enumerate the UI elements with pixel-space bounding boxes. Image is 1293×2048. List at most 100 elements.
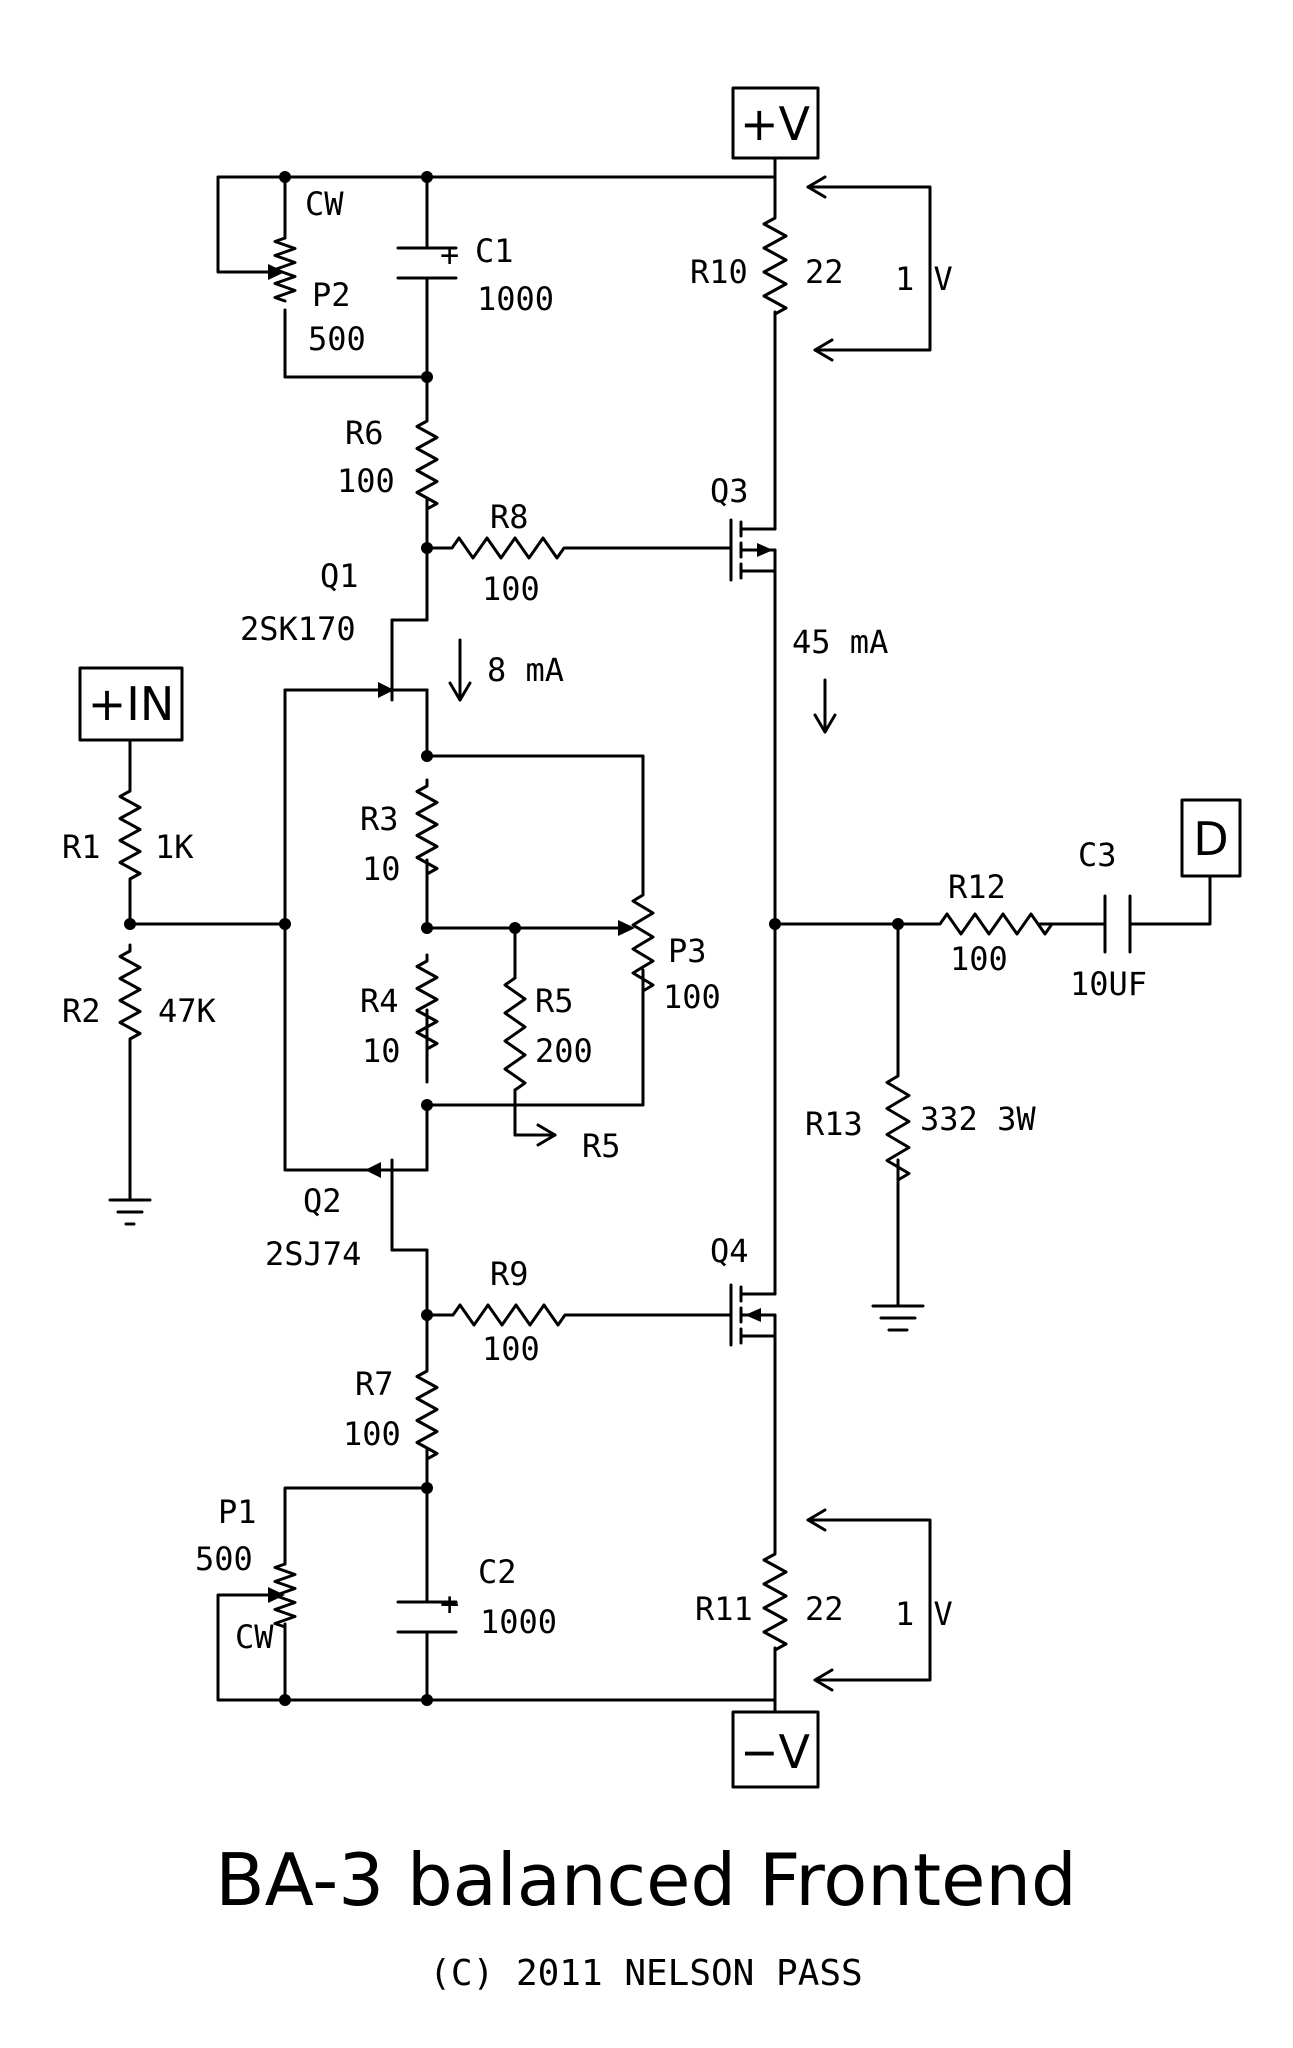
junction-dots (124, 171, 904, 1706)
p1-ref-label: P1 (218, 1493, 257, 1531)
r13-ref-label: R13 (805, 1105, 863, 1143)
voltage-arrow-r11 (806, 1508, 932, 1692)
potentiometers (268, 236, 655, 1629)
terminal-output: D (1180, 798, 1242, 878)
r2-ref-label: R2 (62, 992, 101, 1030)
resistor-r9 (441, 1303, 577, 1327)
r7-ref-label: R7 (355, 1365, 394, 1403)
r1-value-label: 1K (155, 828, 194, 866)
r13-value-label: 332 3W (920, 1100, 1036, 1138)
r1-ref-label: R1 (62, 828, 101, 866)
r9-value-label: 100 (482, 1330, 540, 1368)
r12-ref-label: R12 (948, 868, 1006, 906)
r11-voltage-label: 1 V (895, 1595, 953, 1633)
mosfet-q3 (729, 508, 777, 582)
terminal-vplus: +V (731, 86, 820, 160)
resistor-r11 (762, 1546, 788, 1656)
resistor-r3 (415, 778, 439, 882)
p3-value-label: 100 (663, 978, 721, 1016)
capacitor-c3 (1103, 894, 1132, 954)
r10-value-label: 22 (805, 253, 844, 291)
c3-ref-label: C3 (1078, 836, 1117, 874)
copyright-notice: (C) 2011 NELSON PASS (429, 1953, 862, 1994)
terminals: +V −V +IN D (78, 86, 1242, 1789)
resistors (118, 210, 1056, 1656)
c3-value-label: 10UF (1070, 965, 1147, 1003)
current-arrow-output (813, 678, 837, 734)
r12-value-label: 100 (950, 940, 1008, 978)
terminal-vplus-label: +V (740, 97, 811, 151)
r11-ref-label: R11 (695, 1590, 753, 1628)
resistor-r6 (415, 413, 439, 517)
pot-p3-wiper-arrow (618, 920, 635, 936)
c1-polarity-label: + (440, 236, 459, 274)
q2-ref-label: Q2 (303, 1182, 342, 1220)
p2-value-label: 500 (308, 320, 366, 358)
terminal-input: +IN (78, 666, 184, 742)
r5-tap-label: R5 (582, 1127, 621, 1165)
resistor-r13 (885, 1068, 911, 1188)
q1-part-label: 2SK170 (240, 610, 356, 648)
q1-ref-label: Q1 (320, 557, 359, 595)
ground-input (108, 1198, 152, 1226)
r6-value-label: 100 (337, 462, 395, 500)
pot-p1-wiper-arrow (268, 1587, 285, 1603)
resistor-r8 (440, 536, 577, 560)
wiring (128, 156, 1212, 1714)
c1-ref-label: C1 (475, 232, 514, 270)
jfet-q2 (365, 1158, 429, 1252)
annotation-arrows (448, 175, 932, 1692)
r10-ref-label: R10 (690, 253, 748, 291)
resistor-r5 (503, 968, 527, 1093)
voltage-arrow-r10 (806, 175, 932, 362)
r5-tap-arrow (513, 1088, 557, 1147)
q1-current-label: 8 mA (487, 651, 564, 689)
mosfet-q4 (729, 1278, 777, 1350)
pot-p3 (631, 888, 655, 996)
capacitor-c2 (396, 1600, 458, 1634)
r8-ref-label: R8 (490, 498, 529, 536)
mosfets (729, 508, 777, 1350)
terminal-vminus: −V (731, 1710, 820, 1789)
resistor-r12 (930, 912, 1056, 936)
r9-ref-label: R9 (490, 1255, 529, 1293)
r6-ref-label: R6 (345, 414, 384, 452)
jfet-q1 (378, 618, 429, 758)
p1-value-label: 500 (195, 1540, 253, 1578)
r8-value-label: 100 (482, 570, 540, 608)
p2-ref-label: P2 (312, 276, 351, 314)
r4-ref-label: R4 (360, 982, 399, 1020)
c2-polarity-label: + (440, 1585, 459, 1623)
c2-ref-label: C2 (478, 1553, 517, 1591)
terminal-vminus-label: −V (740, 1725, 811, 1779)
r2-value-label: 47K (158, 992, 217, 1030)
pot-p2-wiper-arrow (268, 264, 285, 280)
q2-part-label: 2SJ74 (265, 1235, 361, 1273)
q3-ref-label: Q3 (710, 472, 749, 510)
c2-value-label: 1000 (480, 1603, 557, 1641)
p1-cw-label: CW (235, 1618, 274, 1656)
output-current-label: 45 mA (792, 623, 888, 661)
p3-ref-label: P3 (668, 932, 707, 970)
capacitor-c1 (396, 246, 458, 280)
resistor-r2 (118, 943, 142, 1047)
resistor-r1 (118, 783, 142, 887)
ground-output (871, 1304, 925, 1332)
current-arrow-q1 (448, 638, 472, 702)
resistor-r7 (415, 1363, 439, 1467)
r3-value-label: 10 (362, 850, 401, 888)
r3-ref-label: R3 (360, 800, 399, 838)
component-labels: CW P2 500 + C1 1000 R6 100 R8 100 Q1 2SK… (62, 185, 1147, 1656)
r7-value-label: 100 (343, 1415, 401, 1453)
p2-cw-label: CW (305, 185, 344, 223)
q4-ref-label: Q4 (710, 1232, 749, 1270)
jfets (365, 618, 429, 1252)
capacitors (396, 246, 1132, 1634)
terminal-input-label: +IN (88, 677, 175, 731)
r4-value-label: 10 (362, 1032, 401, 1070)
resistor-r10 (762, 210, 788, 320)
r5-ref-label: R5 (535, 982, 574, 1020)
r5-value-label: 200 (535, 1032, 593, 1070)
terminal-output-label: D (1193, 812, 1228, 866)
